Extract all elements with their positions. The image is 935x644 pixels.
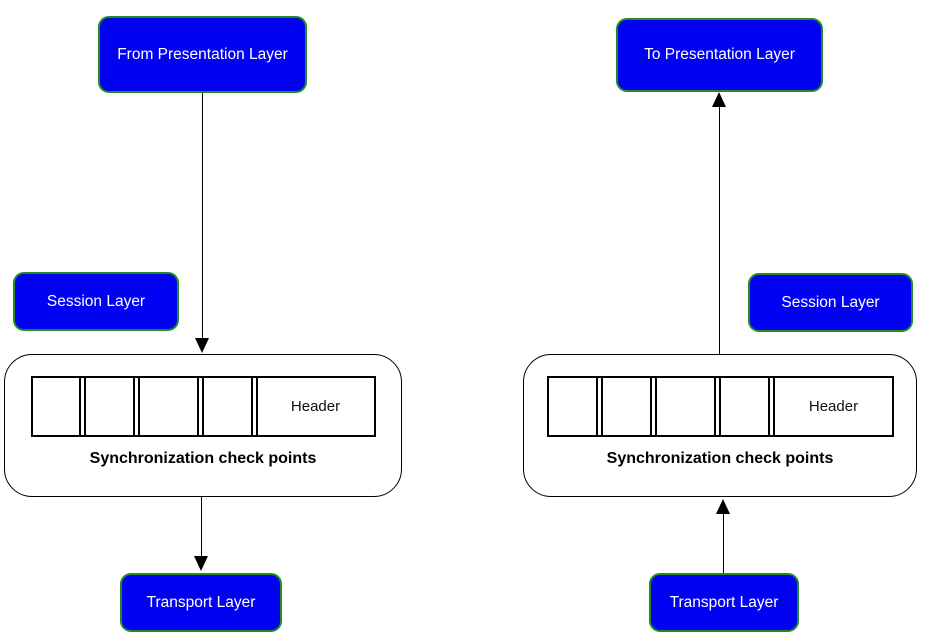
sync-separator — [196, 378, 204, 435]
sync-cell — [140, 378, 196, 435]
node-to-presentation-layer: To Presentation Layer — [616, 18, 823, 92]
arrowhead-up-icon — [716, 499, 730, 514]
sync-cell — [549, 378, 596, 435]
connector-right-top — [719, 107, 720, 354]
sync-separator — [250, 378, 258, 435]
arrowhead-down-icon — [194, 556, 208, 571]
arrowhead-up-icon — [712, 92, 726, 107]
node-transport-layer-right: Transport Layer — [649, 573, 799, 632]
node-transport-layer-left: Transport Layer — [120, 573, 282, 632]
node-from-presentation-layer: From Presentation Layer — [98, 16, 307, 93]
sync-checkpoints-box-right: Header Synchronization check points — [523, 354, 917, 497]
sync-separator — [79, 378, 87, 435]
sync-cell — [204, 378, 251, 435]
connector-left-top — [202, 93, 203, 338]
sync-caption-right: Synchronization check points — [606, 450, 834, 467]
sync-cell — [657, 378, 714, 435]
sync-checkpoints-box-left: Header Synchronization check points — [4, 354, 402, 497]
sync-separator — [650, 378, 658, 435]
sync-cell — [603, 378, 650, 435]
sync-strip-right: Header — [546, 376, 894, 437]
arrowhead-down-icon — [195, 338, 209, 353]
sync-cell — [86, 378, 133, 435]
sync-caption-left: Synchronization check points — [89, 450, 317, 467]
header-cell: Header — [808, 398, 859, 415]
connector-right-bottom — [723, 514, 724, 573]
sync-separator — [768, 378, 776, 435]
sync-strip-left: Header — [30, 376, 376, 437]
header-cell: Header — [290, 398, 341, 415]
sync-cell — [33, 378, 80, 435]
sync-separator — [133, 378, 141, 435]
sync-cell — [721, 378, 768, 435]
node-session-layer-right: Session Layer — [748, 273, 913, 332]
node-session-layer-left: Session Layer — [13, 272, 179, 331]
sync-separator — [595, 378, 603, 435]
connector-left-bottom — [201, 497, 202, 556]
sync-separator — [714, 378, 722, 435]
